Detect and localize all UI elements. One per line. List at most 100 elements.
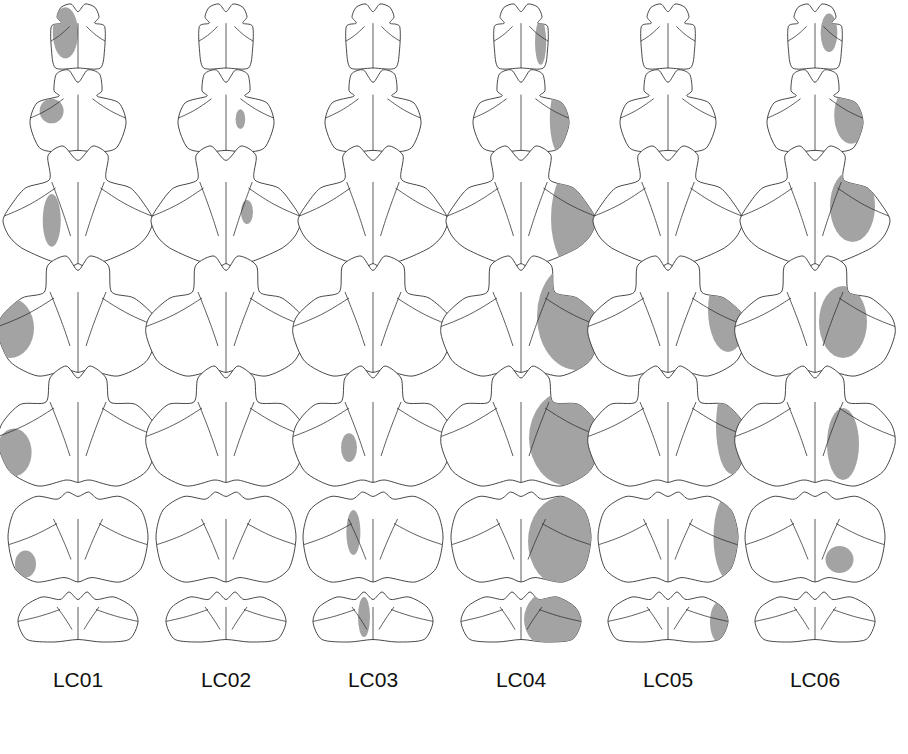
lesion-area <box>830 170 875 242</box>
vermis-line <box>345 292 365 346</box>
vermis-line <box>823 182 842 236</box>
midline <box>373 292 374 376</box>
slice-outline <box>3 146 153 266</box>
vermis-line <box>379 607 394 630</box>
midline <box>521 519 522 582</box>
slice-outline <box>588 366 749 486</box>
fissure-line <box>589 188 645 218</box>
fissure-line <box>15 610 60 623</box>
vermis-line <box>198 402 218 456</box>
vermis-line <box>202 519 220 560</box>
midline <box>226 292 227 376</box>
fissure-line <box>731 298 791 328</box>
fissure-line <box>437 408 497 438</box>
vermis-line <box>529 292 549 346</box>
lesion-area <box>0 428 32 476</box>
brain-slice <box>300 492 447 582</box>
fissure-line <box>96 610 141 623</box>
fissure-line <box>300 524 353 547</box>
fissure-line <box>310 610 355 623</box>
midline <box>373 607 374 642</box>
midline <box>815 23 816 68</box>
fissure-line <box>0 298 54 328</box>
fissure-line <box>539 610 584 623</box>
fissure-line <box>142 408 202 438</box>
vermis-line <box>50 292 70 346</box>
vermis-line <box>381 182 400 236</box>
lesion-area <box>236 109 246 129</box>
fissure-line <box>584 408 644 438</box>
fissure-line <box>742 524 795 547</box>
lesion-area <box>40 99 64 124</box>
brain-slice <box>437 256 617 376</box>
brain-slice <box>786 4 845 69</box>
case-label: LC03 <box>313 668 433 692</box>
midline <box>668 23 669 68</box>
fissure-line <box>682 99 718 120</box>
brain-slice <box>147 146 305 266</box>
vermis-line <box>495 182 514 236</box>
brain-slice <box>310 592 436 642</box>
lesion-area <box>341 433 357 462</box>
brain-slice <box>289 256 457 376</box>
midline <box>226 402 227 486</box>
fissure-line <box>163 610 208 623</box>
slice-outline <box>588 256 749 376</box>
brain-slice <box>323 70 424 152</box>
vermis-line <box>640 292 660 346</box>
brain-slice <box>442 146 603 272</box>
midline <box>373 519 374 582</box>
midline <box>78 182 79 266</box>
vermis-line <box>647 607 662 630</box>
fissure-line <box>289 408 349 438</box>
lesion-area <box>535 20 546 65</box>
brain-slice <box>736 146 894 266</box>
fissure-line <box>344 26 365 42</box>
brain-slice <box>28 70 129 152</box>
brain-slice <box>0 256 162 376</box>
lesion-area <box>827 408 859 480</box>
lesion-area <box>43 194 61 247</box>
midline <box>226 95 227 152</box>
fissure-line <box>92 99 128 120</box>
midline <box>226 182 227 266</box>
fissure-line <box>595 524 648 547</box>
midline <box>815 292 816 376</box>
midline <box>78 292 79 376</box>
slice-outline <box>146 366 307 486</box>
midline <box>521 292 522 376</box>
vermis-line <box>381 402 401 456</box>
midline <box>815 607 816 642</box>
slice-outline <box>346 4 401 69</box>
slice-outline <box>30 70 126 152</box>
fissure-line <box>838 188 894 218</box>
lesion-area <box>710 602 728 642</box>
midline <box>78 402 79 486</box>
slice-outline <box>735 366 896 486</box>
vermis-line <box>84 607 99 630</box>
vermis-line <box>205 607 220 630</box>
brain-slice <box>344 4 403 69</box>
lesion-area <box>714 492 749 582</box>
vermis-line <box>676 182 695 236</box>
fissure-line <box>691 188 747 218</box>
fissure-line <box>0 188 56 218</box>
brain-slice <box>742 492 889 582</box>
brain-slice <box>49 4 108 69</box>
vermis-line <box>347 182 366 236</box>
vermis-line <box>675 519 693 560</box>
brain-slice <box>142 366 310 486</box>
fissure-line <box>387 99 423 120</box>
fissure-line <box>294 188 350 218</box>
brain-slice <box>471 70 574 156</box>
vermis-line <box>234 182 253 236</box>
lesion-area <box>524 590 584 650</box>
brain-slice <box>142 256 310 376</box>
brain-slice <box>294 146 452 266</box>
vermis-line <box>676 402 696 456</box>
fissure-line <box>471 99 507 120</box>
vermis-line <box>86 292 106 346</box>
lesion-area <box>528 497 598 587</box>
midline <box>668 182 669 266</box>
brain-slice <box>448 492 599 587</box>
